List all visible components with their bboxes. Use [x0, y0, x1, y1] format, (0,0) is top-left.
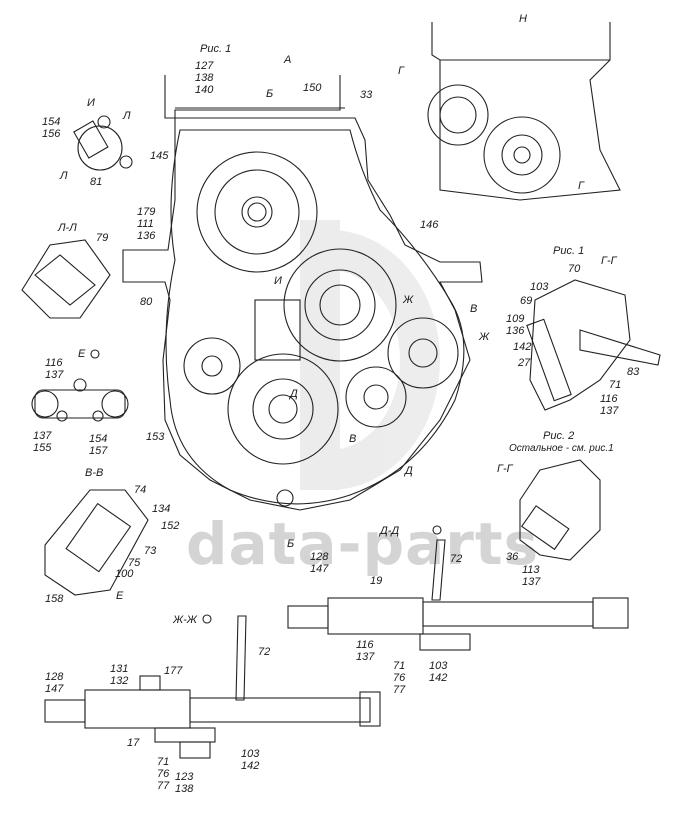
section-dd-shaft	[287, 539, 629, 651]
mark-d2: Д	[405, 465, 413, 477]
section-circle-dd	[432, 525, 442, 535]
main-view-title: А	[284, 54, 292, 66]
mark-g2: Г	[578, 180, 584, 192]
section-gg-1	[526, 279, 661, 411]
section-circle-e	[90, 349, 100, 359]
label-19: 19	[370, 575, 383, 587]
view-n-title: Н	[519, 13, 527, 25]
label-72: 72	[258, 646, 271, 658]
label-116-137: 116 137	[600, 393, 619, 417]
label-154-157: 154 157	[89, 433, 108, 457]
label-152: 152	[161, 520, 180, 532]
gg1-title: Г-Г	[601, 255, 617, 267]
gg2-note: Остальное - см. рис.1	[509, 443, 614, 454]
mark-b-bottom: Б	[287, 538, 295, 550]
mark-i: И	[274, 275, 282, 287]
view-i-title: И	[87, 97, 95, 109]
mark-g1: Г	[398, 65, 404, 77]
label-116-137: 116 137	[356, 639, 375, 663]
label-134: 134	[152, 503, 171, 515]
mark-zh1: Ж	[403, 294, 414, 306]
label-81: 81	[90, 176, 103, 188]
mark-v1: В	[470, 303, 478, 315]
label-127-138-140: 127 138 140	[195, 60, 214, 96]
label-83: 83	[627, 366, 640, 378]
label-146: 146	[420, 219, 439, 231]
section-gg-2	[519, 459, 601, 561]
label-128-147: 128 147	[45, 671, 64, 695]
label-75: 75	[128, 557, 141, 569]
section-dd-title: Д-Д	[380, 525, 400, 537]
label-123-138: 123 138	[175, 771, 194, 795]
watermark: data-parts	[186, 510, 540, 578]
label-70: 70	[568, 263, 581, 275]
view-n	[427, 22, 621, 201]
watermark-logo	[300, 220, 440, 490]
mark-l1: Л	[123, 110, 131, 122]
section-vv-title: В-В	[85, 467, 104, 479]
section-vv	[44, 489, 149, 596]
label-154-156: 154 156	[42, 116, 61, 140]
label-103-142: 103 142	[241, 748, 260, 772]
mark-e-arrow: Е	[116, 590, 124, 602]
label-103-142: 103 142	[429, 660, 448, 684]
view-e	[31, 378, 129, 422]
label-79: 79	[96, 232, 109, 244]
gg2-fig-label: Рис. 2	[543, 430, 575, 442]
mark-zh2: Ж	[479, 331, 490, 343]
label-71: 71	[609, 379, 622, 391]
label-150: 150	[303, 82, 322, 94]
label-73: 73	[144, 545, 157, 557]
label-128-147: 128 147	[310, 551, 329, 575]
mark-l2: Л	[60, 170, 68, 182]
label-131-132: 131 132	[110, 663, 129, 687]
label-142: 142	[513, 341, 532, 353]
label-177: 177	[164, 665, 183, 677]
label-17: 17	[127, 737, 140, 749]
label-109-136: 109 136	[506, 313, 525, 337]
label-36: 36	[506, 551, 519, 563]
main-housing-view	[122, 75, 483, 511]
label-137-155: 137 155	[33, 430, 52, 454]
section-zhzh-title: Ж-Ж	[173, 614, 197, 626]
label-100: 100	[115, 568, 134, 580]
label-69: 69	[520, 295, 533, 307]
mark-v2: В	[349, 433, 357, 445]
mark-d1: Д	[290, 388, 298, 400]
section-ll-title: Л-Л	[58, 222, 77, 234]
view-e-title: Е	[78, 348, 86, 360]
label-116-137: 116 137	[45, 357, 64, 381]
mark-b-top: Б	[266, 88, 274, 100]
label-71-76-77: 71 76 77	[157, 756, 170, 792]
label-80: 80	[140, 296, 153, 308]
label-74: 74	[134, 484, 147, 496]
section-circle-zhzh	[202, 614, 212, 624]
label-145: 145	[150, 150, 169, 162]
gg1-fig-label: Рис. 1	[553, 245, 585, 257]
label-71-76-77: 71 76 77	[393, 660, 406, 696]
section-ll	[21, 239, 111, 319]
label-179-111-136: 179 111 136	[137, 206, 156, 242]
label-113-137: 113 137	[522, 564, 541, 588]
label-27: 27	[518, 357, 531, 369]
gg2-title: Г-Г	[497, 463, 513, 475]
main-fig-label: Рис. 1	[200, 43, 232, 55]
label-103: 103	[530, 281, 549, 293]
label-153: 153	[146, 431, 165, 443]
section-zhzh-shaft	[44, 615, 381, 759]
label-158: 158	[45, 593, 64, 605]
label-72: 72	[450, 553, 463, 565]
view-i	[73, 115, 133, 171]
label-33: 33	[360, 89, 373, 101]
